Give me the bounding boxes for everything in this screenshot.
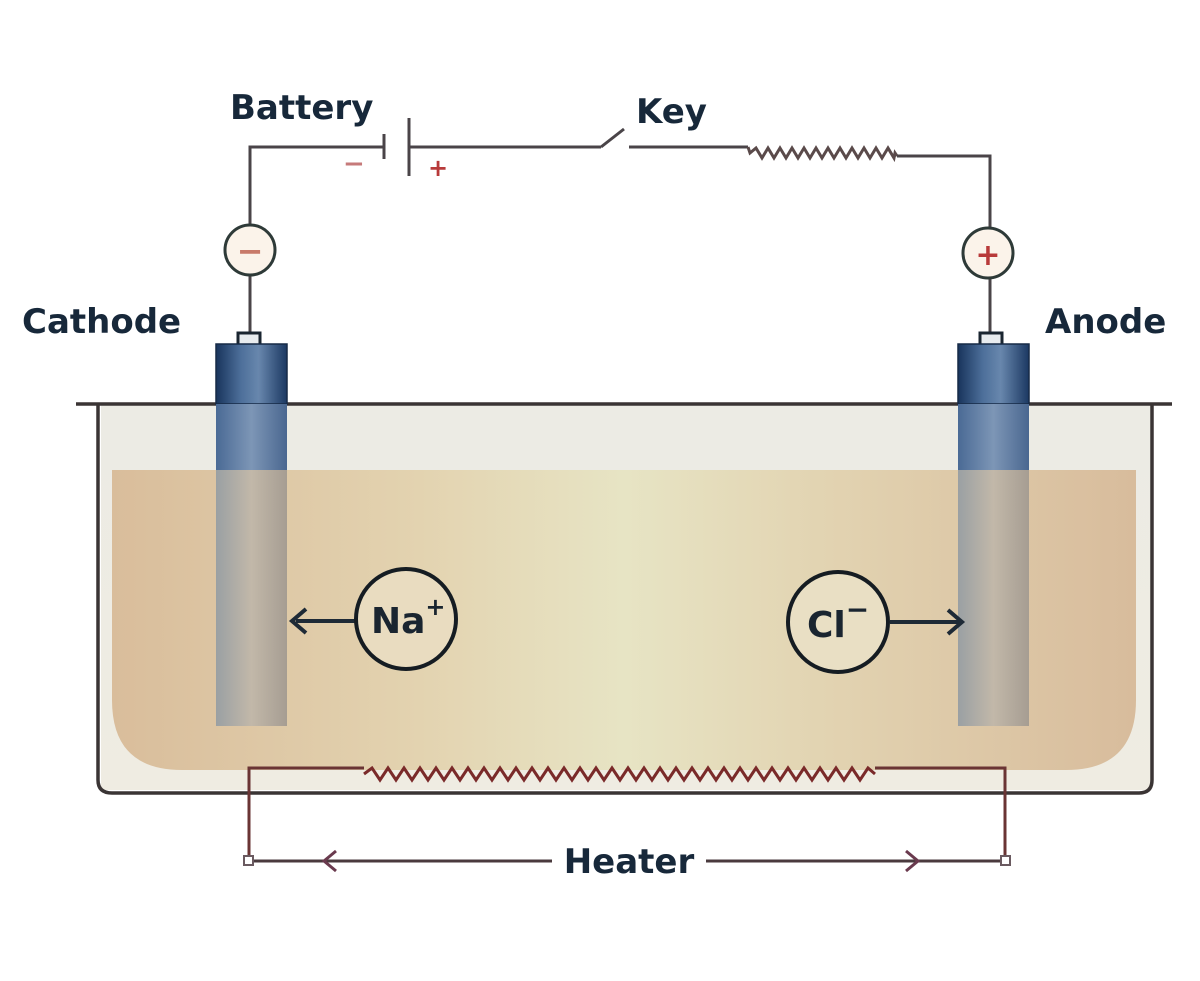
wire-cathode-battery <box>248 145 383 232</box>
chloride-charge: − <box>846 593 869 626</box>
positive-terminal-icon <box>961 226 1015 280</box>
cathode-sign: − <box>237 232 264 270</box>
heater-terminal-right <box>1000 855 1011 866</box>
heater-coil <box>363 765 876 783</box>
cathode-electrode <box>215 331 288 726</box>
sodium-charge: + <box>425 593 445 621</box>
molten-sodium-chloride <box>112 470 1136 770</box>
anode-terminal: + <box>961 226 1015 334</box>
sodium-symbol: Na+ <box>371 593 446 642</box>
battery-label: Battery <box>230 88 373 128</box>
anode-label: Anode <box>1045 302 1166 342</box>
cathode-terminal: − <box>223 223 277 334</box>
arrow-right-icon <box>946 608 966 636</box>
battery-positive-sign: + <box>428 154 448 182</box>
battery-negative-sign: − <box>343 149 365 179</box>
chloride-symbol: Cl− <box>807 593 869 646</box>
heater-terminal-left <box>243 855 254 866</box>
cathode-label: Cathode <box>22 302 181 342</box>
heater-left-lead <box>247 766 364 858</box>
heater: Heater <box>243 765 1011 882</box>
anode-sign: + <box>975 238 1000 273</box>
chloride-ion: Cl− <box>786 570 966 674</box>
key-label: Key <box>636 92 707 132</box>
heater-right-lead <box>875 766 1007 858</box>
arrow-left-icon <box>321 849 337 873</box>
resistor <box>746 145 899 163</box>
anode-electrode <box>957 331 1030 726</box>
key-switch-lever <box>600 127 625 149</box>
heater-label: Heater <box>564 842 695 882</box>
arrow-left-icon <box>288 607 308 635</box>
negative-terminal-icon <box>223 223 277 277</box>
wire-resistor-anode <box>897 154 992 232</box>
arrow-right-icon <box>905 849 921 873</box>
sodium-ion: Na+ <box>288 567 458 671</box>
external-circuit <box>248 118 992 232</box>
